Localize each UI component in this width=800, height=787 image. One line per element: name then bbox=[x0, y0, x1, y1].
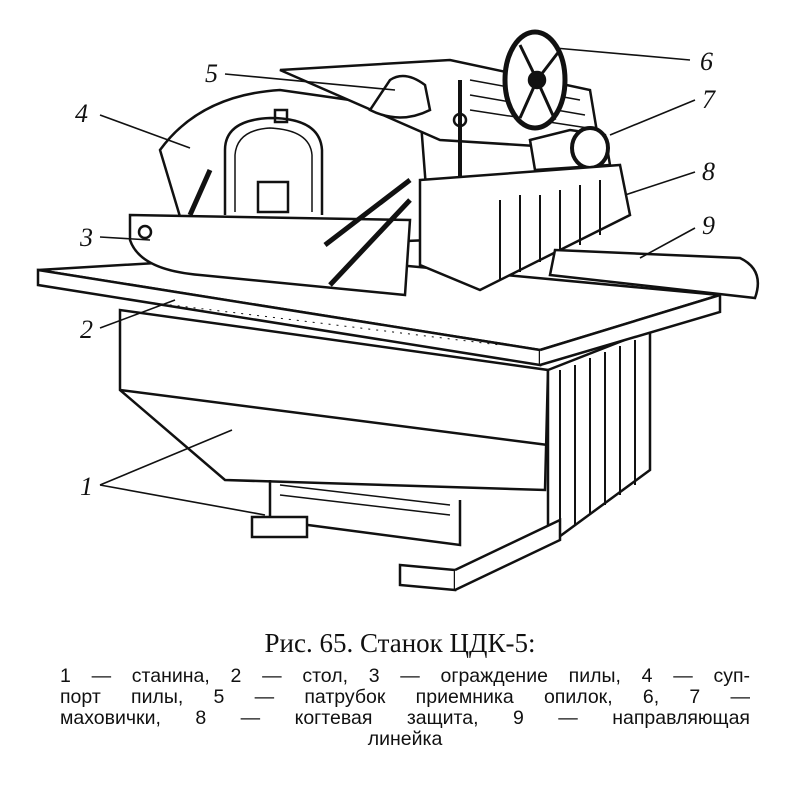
label-7: 7 bbox=[702, 85, 716, 114]
machine-drawing: 1 2 3 4 5 6 7 8 9 bbox=[36, 29, 760, 592]
figure-legend: 1 — станина, 2 — стол, 3 — ограждение пи… bbox=[60, 666, 750, 750]
machine-table bbox=[36, 253, 722, 367]
label-6: 6 bbox=[700, 47, 713, 76]
handwheel-6 bbox=[502, 29, 568, 131]
label-9: 9 bbox=[702, 211, 715, 240]
figure-title: Рис. 65. Станок ЦДК-5: bbox=[264, 628, 536, 658]
label-5: 5 bbox=[205, 59, 218, 88]
label-2: 2 bbox=[80, 315, 93, 344]
label-1: 1 bbox=[80, 472, 93, 501]
legend-line: 1 — станина, 2 — стол, 3 — ограждение пи… bbox=[60, 665, 750, 687]
legend-line: порт пилы, 5 — патрубок приемника опилок… bbox=[60, 686, 750, 708]
guide-rule bbox=[548, 248, 760, 300]
label-4: 4 bbox=[75, 99, 88, 128]
label-8: 8 bbox=[702, 157, 715, 186]
legend-line: линейка bbox=[367, 728, 443, 750]
label-3: 3 bbox=[79, 223, 93, 252]
saw-support bbox=[158, 88, 432, 252]
leader-lines bbox=[99, 47, 696, 516]
saw-guard bbox=[128, 168, 412, 297]
legend-line: маховички, 8 — когтевая защита, 9 — напр… bbox=[60, 707, 750, 729]
